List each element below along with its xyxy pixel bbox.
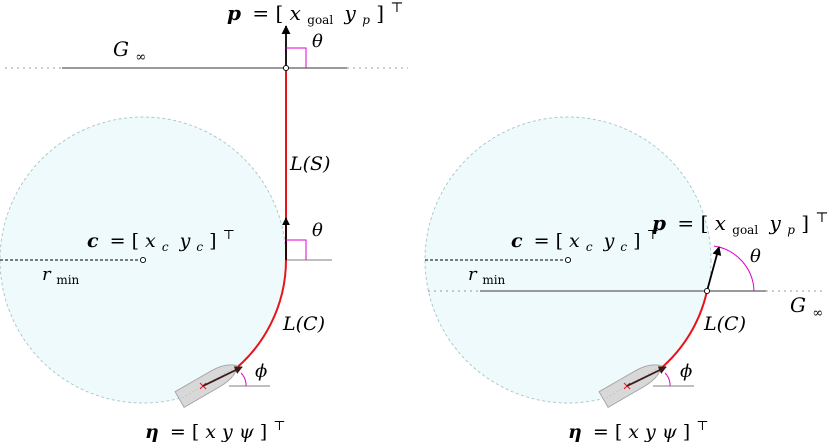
phi-label: ϕ	[255, 361, 267, 382]
theta-angle-arc	[713, 245, 755, 292]
phi-label: ϕ	[680, 361, 692, 382]
phi-angle-arc	[664, 372, 671, 387]
goal-label: p = [ x goal y p ] ⊤	[652, 210, 829, 239]
left-diagram: p = [ x goal y p ] ⊤ G ∞ θ θ L(S) L(C) c…	[0, 0, 408, 442]
straight-segment-label: L(S)	[289, 153, 330, 175]
arc-segment-label: L(C)	[282, 313, 325, 335]
circle-center-marker	[564, 256, 572, 264]
goal-line-label: G ∞	[113, 37, 146, 65]
theta-angle-mark-top	[286, 47, 307, 68]
goal-point-marker	[703, 287, 711, 295]
theta-angle-mark-mid	[286, 239, 307, 260]
vessel-heading-arrow	[626, 366, 667, 387]
circle-center-marker	[139, 256, 147, 264]
center-label: c = [ x c y c ] ⊤	[87, 228, 235, 256]
goal-heading-arrow	[706, 246, 722, 292]
path-arc-C	[228, 259, 287, 375]
vessel-state-label: η = [ x y ψ ] ⊤	[145, 419, 285, 442]
center-label: c = [ x c y c ] ⊤	[511, 228, 659, 256]
radius-label: r min	[42, 264, 80, 287]
goal-point-marker	[282, 64, 290, 72]
theta-label-top: θ	[312, 31, 323, 52]
right-diagram: p = [ x goal y p ] ⊤ θ G ∞ L(C) c = [ x …	[424, 116, 829, 442]
vessel-state-label: η = [ x y ψ ] ⊤	[568, 419, 708, 442]
radius-label: r min	[468, 264, 506, 287]
vessel-heading-arrow	[202, 366, 243, 387]
arc-segment-label: L(C)	[703, 313, 746, 335]
theta-label-mid: θ	[312, 220, 323, 241]
phi-angle-arc	[240, 372, 247, 387]
goal-label: p = [ x goal y p ] ⊤	[227, 0, 404, 29]
theta-label: θ	[750, 246, 761, 267]
goal-line-label: G ∞	[790, 293, 823, 321]
